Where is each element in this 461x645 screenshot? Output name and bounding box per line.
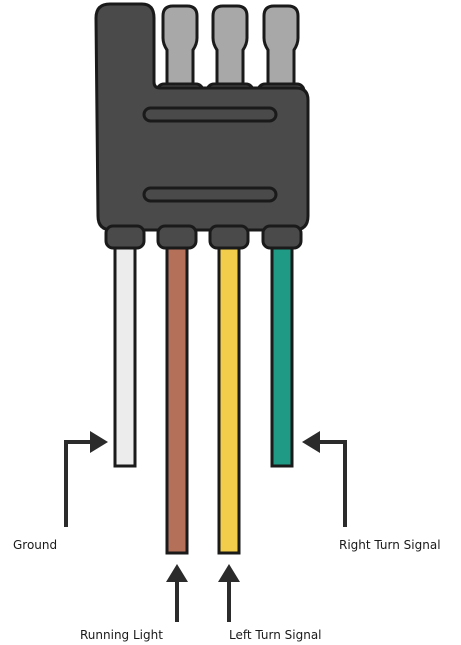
wire-boots (104, 224, 303, 250)
wires (113, 236, 294, 555)
running-light-label: Running Light (80, 628, 163, 642)
right-turn-wire-green (270, 236, 294, 468)
left-wire-boot (208, 224, 250, 250)
running-wire-boot (156, 224, 198, 250)
pointer-arrows (64, 431, 347, 622)
pin-3 (256, 4, 306, 100)
ground-arrow (64, 431, 108, 527)
running-light-wire-brown (165, 236, 189, 555)
right-turn-signal-label: Right Turn Signal (339, 538, 441, 552)
ground-label: Ground (13, 538, 57, 552)
housing-ridge-bottom (142, 186, 278, 203)
connector-pins (155, 4, 306, 100)
right-turn-arrow (302, 431, 347, 527)
left-turn-wire-yellow (217, 236, 241, 555)
ground-wire-boot (104, 224, 146, 250)
pin-1 (155, 4, 205, 100)
housing-ridge-top (142, 106, 278, 123)
running-light-arrow (166, 564, 188, 622)
left-turn-signal-label: Left Turn Signal (229, 628, 322, 642)
ground-wire-white (113, 236, 137, 468)
pin-2 (205, 4, 255, 100)
left-turn-arrow (218, 564, 240, 622)
right-wire-boot (261, 224, 303, 250)
